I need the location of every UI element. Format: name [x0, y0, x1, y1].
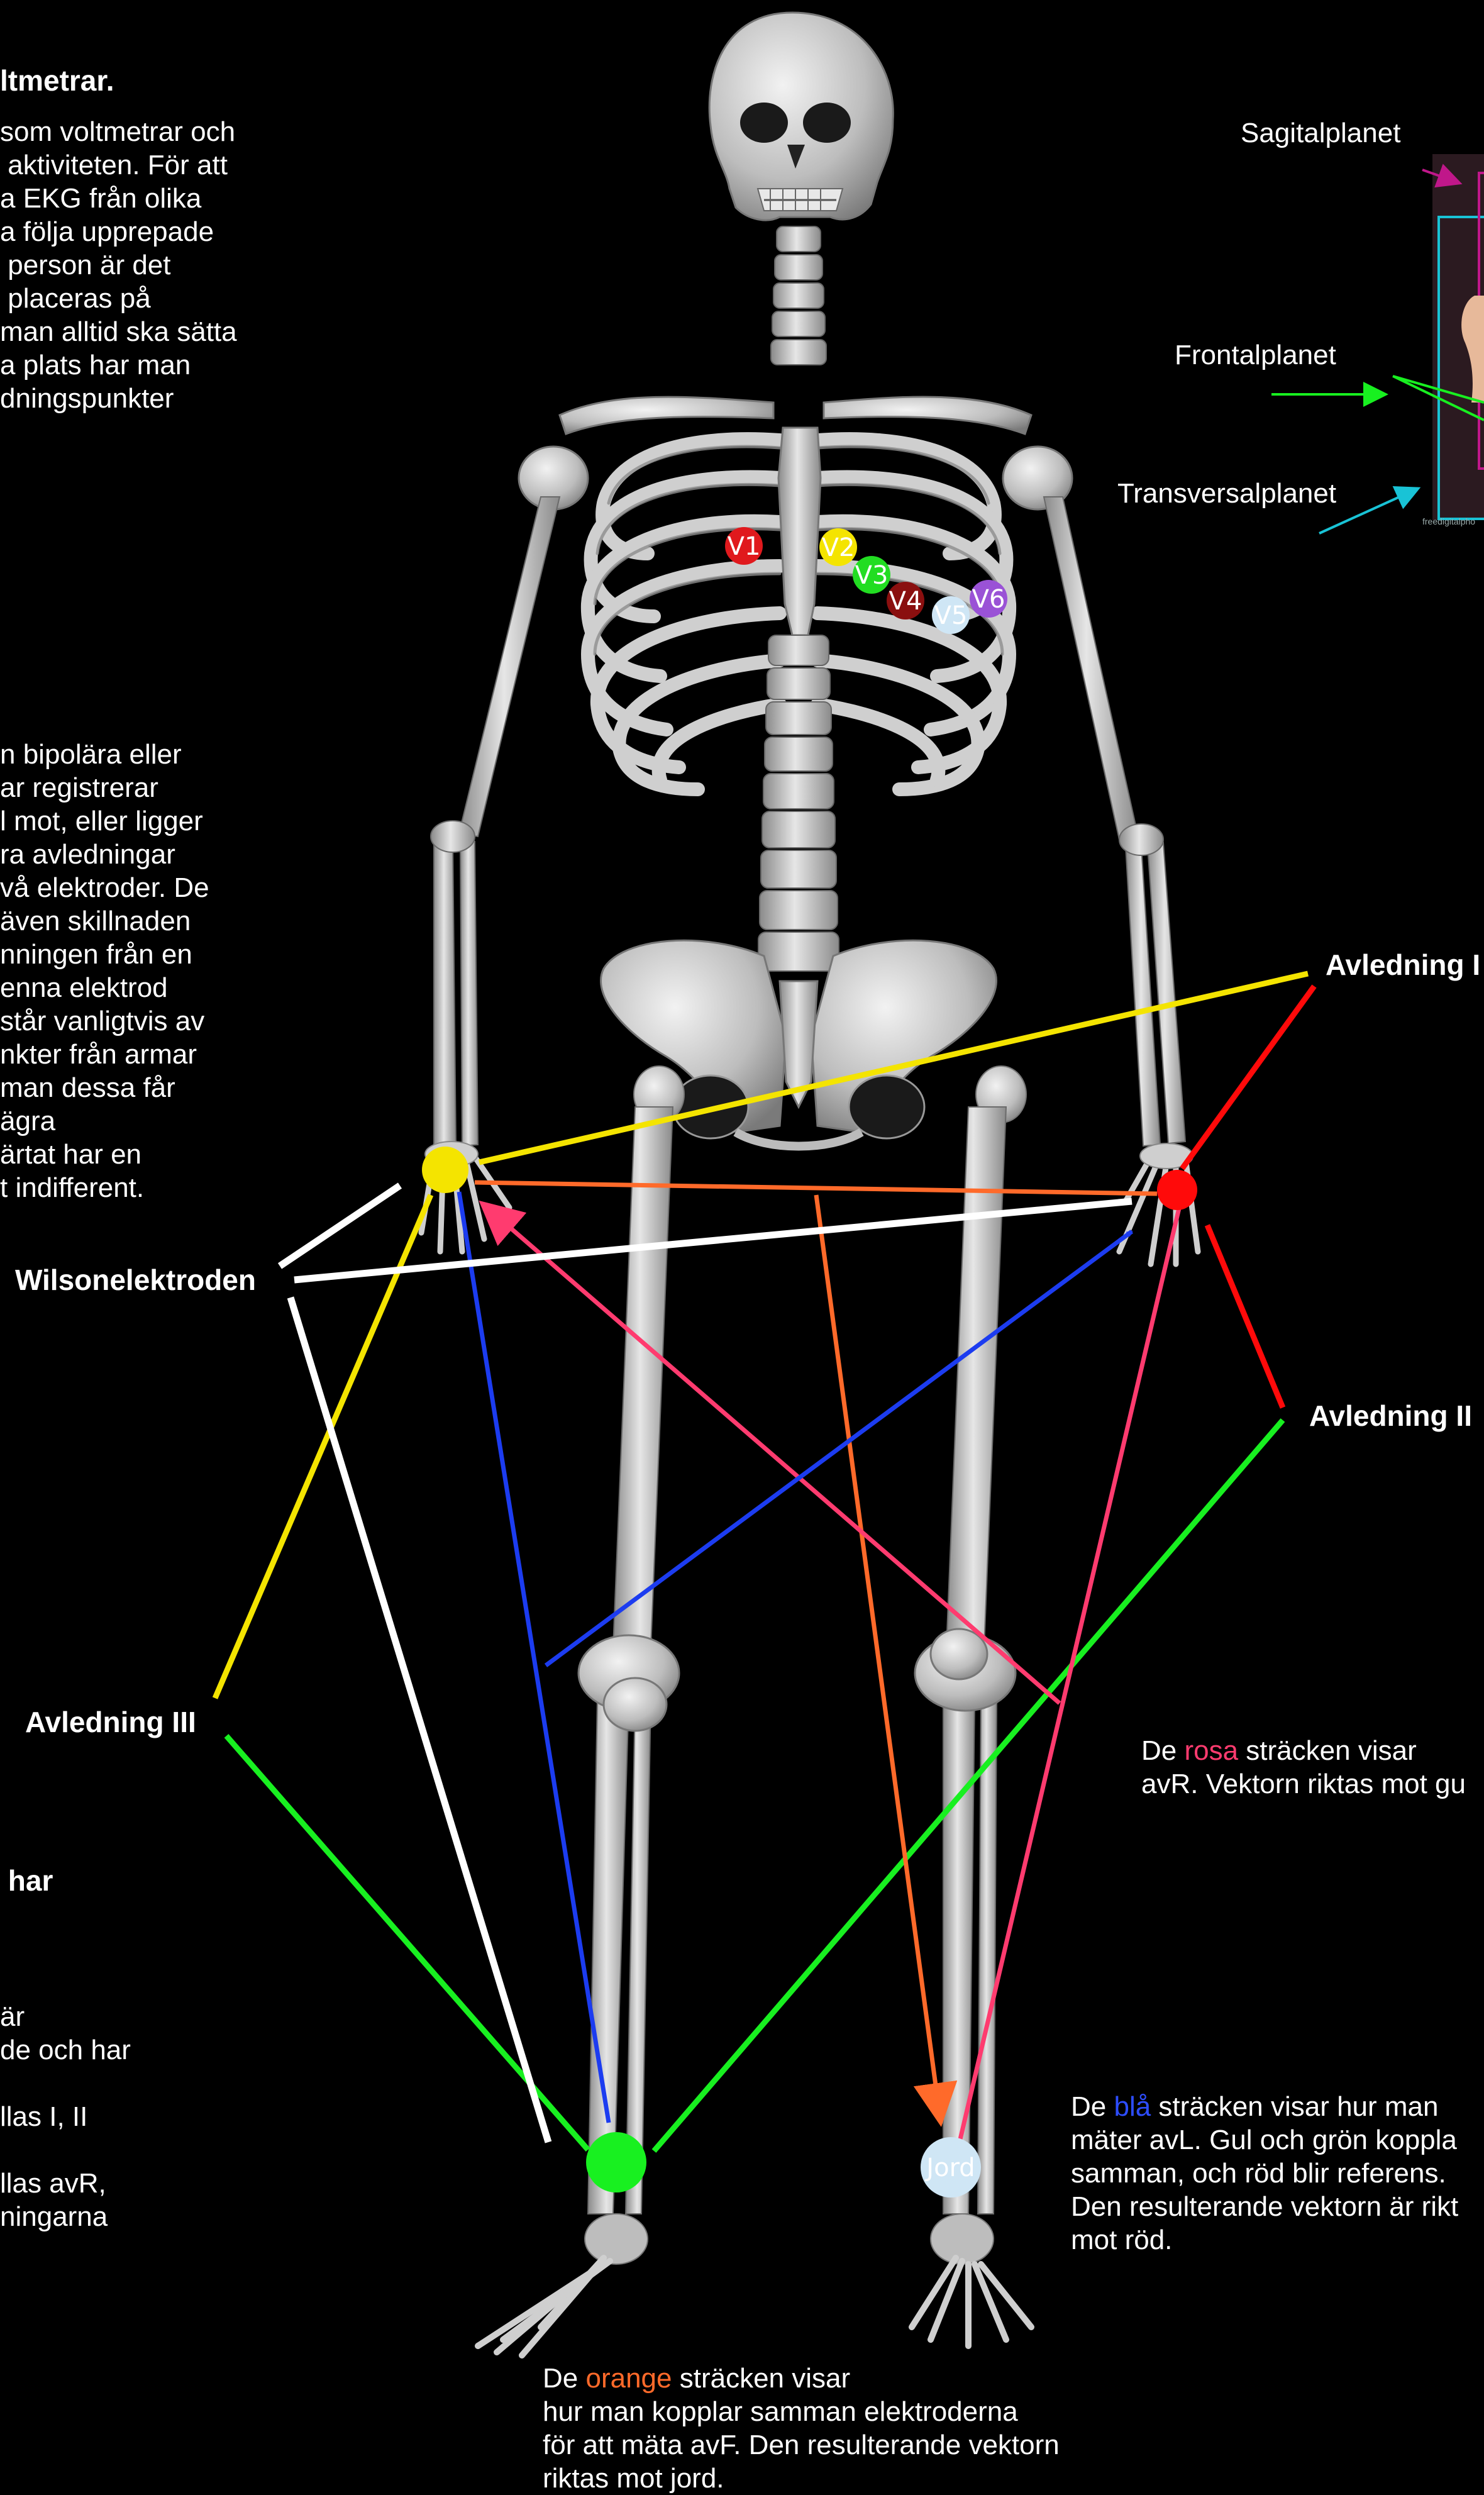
bipolar-line: ar registrerar	[0, 771, 209, 804]
note-bla-post: sträcken visar hur man	[1151, 2091, 1438, 2122]
intro-line: dningspunkter	[0, 382, 237, 415]
bipolar-line: ärtat har en	[0, 1138, 209, 1171]
bipolar-line: nningen från en	[0, 938, 209, 971]
lead2-label: Avledning II	[1309, 1399, 1472, 1433]
intro-line: a plats har man	[0, 348, 237, 382]
lead2-red-pointer	[1207, 1225, 1283, 1408]
lead1-red-pointer	[1182, 986, 1314, 1169]
note-bla-line: samman, och röd blir referens.	[1071, 2158, 1446, 2189]
note-orange-line: hur man kopplar samman elektroderna	[543, 2396, 1018, 2427]
left-bottom-line: är	[0, 2000, 131, 2033]
bipolar-line: l mot, eller ligger	[0, 804, 209, 838]
intro-line: placeras på	[0, 282, 237, 315]
intro-line: som voltmetrar och	[0, 115, 237, 148]
lead1-label: Avledning I	[1326, 948, 1480, 982]
left-bottom-text: ärde och har llas I, II llas avR,ningarna	[0, 2000, 131, 2233]
note-bla-highlight: blå	[1114, 2091, 1151, 2122]
bipolar-line: står vanligtvis av	[0, 1004, 209, 1038]
electrode-v1-label: V1	[728, 532, 761, 561]
frontal-label: Frontalplanet	[1175, 338, 1336, 372]
left-bottom-line	[0, 2133, 131, 2167]
spine	[758, 635, 839, 971]
note-orange-line: för att mäta avF. Den resulterande vekto…	[543, 2430, 1060, 2460]
left-bottom-heading: har	[0, 1864, 53, 1898]
left-bottom-line	[0, 2067, 131, 2100]
intro-heading: ltmetrar.	[0, 64, 114, 97]
wilson-line-c	[291, 1298, 548, 2142]
note-bla-pre: De	[1071, 2091, 1114, 2122]
bipolar-line: ra avledningar	[0, 838, 209, 871]
bipolar-line: t indifferent.	[0, 1171, 209, 1204]
bipolar-line: n bipolära eller	[0, 738, 209, 771]
electrode-v5-label: V5	[934, 601, 968, 630]
electrode-v2-label: V2	[822, 533, 855, 562]
sternum	[778, 428, 821, 635]
intro-line: man alltid ska sätta	[0, 315, 237, 348]
planes-watermark: freedigitalpho	[1422, 516, 1475, 526]
cervical-spine	[771, 226, 826, 365]
note-rosa-post: sträcken visar	[1238, 1735, 1417, 1766]
intro-line: aktiviteten. För att	[0, 148, 237, 182]
bipolar-line: vå elektroder. De	[0, 871, 209, 904]
electrode-left-leg	[586, 2132, 646, 2192]
lead3-label: Avledning III	[25, 1706, 196, 1739]
wilson-label: Wilsonelektroden	[15, 1264, 256, 1297]
bipolar-line: enna elektrod	[0, 971, 209, 1004]
bipolar-line: man dessa får	[0, 1071, 209, 1104]
intro-line: a EKG från olika	[0, 182, 237, 215]
bipolar-line: även skillnaden	[0, 904, 209, 938]
left-bottom-line: de och har	[0, 2033, 131, 2067]
note-orange-highlight: orange	[585, 2363, 672, 2394]
bipolar-line: ägra	[0, 1104, 209, 1138]
note-bla-line: mot röd.	[1071, 2225, 1172, 2255]
intro-line: a följa upprepade	[0, 215, 237, 248]
note-bla-line: mäter avL. Gul och grön koppla	[1071, 2125, 1457, 2155]
sagital-label: Sagitalplanet	[1241, 116, 1400, 150]
note-orange-line: riktas mot jord.	[543, 2463, 724, 2494]
note-orange-pre: De	[543, 2363, 585, 2394]
note-orange-post: sträcken visar	[672, 2363, 851, 2394]
note-bla-line: Den resulterande vektorn är rikt	[1071, 2191, 1458, 2222]
note-rosa: De rosa sträcken visar avR. Vektorn rikt…	[1141, 1734, 1466, 1801]
electrode-right-arm	[422, 1147, 468, 1193]
note-bla: De blå sträcken visar hur man mäter avL.…	[1071, 2090, 1458, 2257]
skull	[709, 13, 893, 220]
note-orange: De orange sträcken visar hur man kopplar…	[543, 2362, 1060, 2495]
electrode-v6-label: V6	[972, 585, 1005, 614]
wilson-line-a	[280, 1186, 400, 1266]
bipolar-line: nkter från armar	[0, 1038, 209, 1071]
intro-line: person är det	[0, 248, 237, 282]
note-orange-lines: hur man kopplar samman elektroderna för …	[543, 2396, 1060, 2494]
left-bottom-line: llas avR,	[0, 2167, 131, 2200]
note-rosa-line2: avR. Vektorn riktas mot gu	[1141, 1769, 1466, 1799]
electrode-left-arm	[1157, 1170, 1197, 1210]
feet	[478, 2214, 1031, 2355]
transversal-label: Transversalplanet	[1117, 477, 1336, 510]
note-rosa-highlight: rosa	[1184, 1735, 1238, 1766]
left-bottom-line: llas I, II	[0, 2100, 131, 2133]
left-bottom-line: ningarna	[0, 2200, 131, 2233]
electrode-jord-label: Jord	[924, 2153, 975, 2182]
orange-top-line	[475, 1182, 1157, 1194]
note-bla-lines: mäter avL. Gul och grön koppla samman, o…	[1071, 2125, 1458, 2255]
note-rosa-pre: De	[1141, 1735, 1184, 1766]
electrode-v4-label: V4	[889, 587, 922, 616]
electrode-v3-label: V3	[855, 561, 889, 590]
